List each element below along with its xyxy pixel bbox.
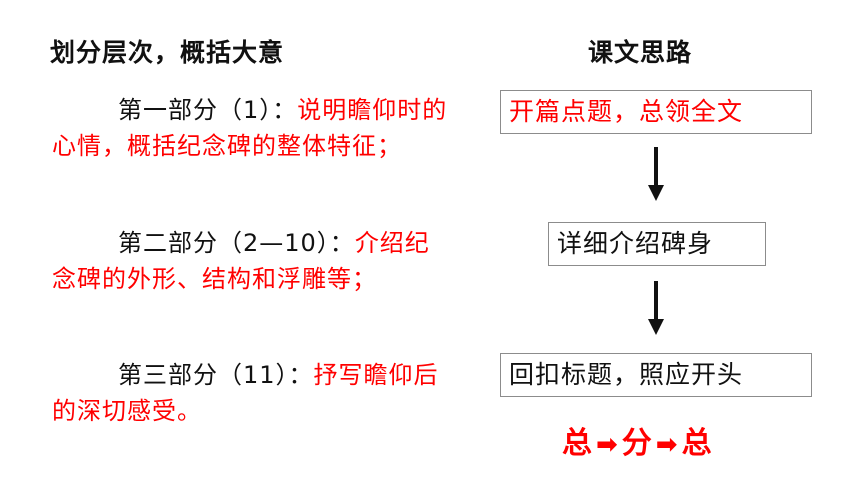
flow-step-ending: 回扣标题，照应开头 xyxy=(500,353,812,397)
part-two-lead: 第二部分（2—10）： xyxy=(118,229,355,257)
right-arrow-icon: ➡ xyxy=(596,430,619,460)
summary-total-end: 总 xyxy=(681,426,713,461)
down-arrow-icon xyxy=(648,147,664,201)
part-three-paragraph: 第三部分（11）：抒写瞻仰后的深切感受。 xyxy=(52,357,452,429)
section-title-right: 课文思路 xyxy=(588,38,693,67)
flow-step-opening: 开篇点题，总领全文 xyxy=(500,90,812,134)
part-three-content: 抒写瞻仰后的深切感受。 xyxy=(52,361,439,425)
down-arrow-icon xyxy=(648,281,664,335)
flow-step-body: 详细介绍碑身 xyxy=(548,222,766,266)
part-one-lead: 第一部分（1）： xyxy=(118,96,298,124)
part-two-paragraph: 第二部分（2—10）：介绍纪念碑的外形、结构和浮雕等； xyxy=(52,225,452,297)
summary-total-start: 总 xyxy=(562,426,593,461)
summary-divide: 分 xyxy=(621,426,653,461)
part-three-lead: 第三部分（11）： xyxy=(118,361,314,389)
structure-summary: 总➡分➡总 xyxy=(562,418,713,462)
section-title-left: 划分层次，概括大意 xyxy=(50,38,285,67)
part-two-content: 介绍纪念碑的外形、结构和浮雕等； xyxy=(52,229,430,293)
part-one-paragraph: 第一部分（1）：说明瞻仰时的心情，概括纪念碑的整体特征； xyxy=(52,92,452,164)
part-one-content: 说明瞻仰时的心情，概括纪念碑的整体特征； xyxy=(52,96,448,160)
right-arrow-icon: ➡ xyxy=(655,430,679,460)
